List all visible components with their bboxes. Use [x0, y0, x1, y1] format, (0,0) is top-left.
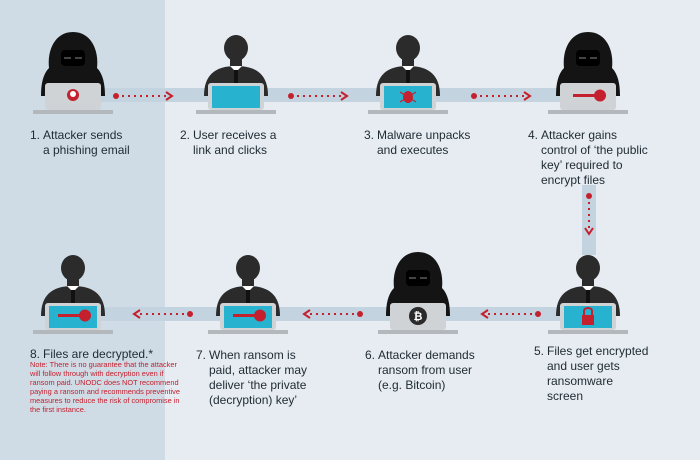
arrow-1-to-2 — [113, 91, 174, 101]
step-number: 5. — [534, 344, 545, 358]
user-icon — [196, 35, 276, 114]
step-3-caption: 3. Malware unpacks and executes — [364, 128, 504, 158]
step-1-attacker-figure — [25, 28, 121, 124]
step-4-attacker-figure — [540, 28, 636, 124]
step-text: Files get encrypted and user gets ransom… — [547, 344, 649, 403]
user-icon — [33, 255, 113, 334]
step-5-caption: 5. Files get encrypted and user gets ran… — [534, 344, 684, 404]
step-2-user-figure — [188, 28, 284, 124]
arrow-3-to-4 — [471, 91, 532, 101]
step-2-caption: 2. User receives a link and clicks — [180, 128, 320, 158]
step-4-caption: 4. Attacker gains control of ‘the public… — [528, 128, 678, 188]
step-8-user-figure — [25, 248, 121, 344]
step-5-user-figure — [540, 248, 636, 344]
step-number: 2. — [180, 128, 191, 142]
step-7-user-figure — [200, 248, 296, 344]
step-number: 3. — [364, 128, 375, 142]
disclaimer-note: Note: There is no guarantee that the att… — [30, 360, 180, 415]
step-text: Files are decrypted.* — [43, 347, 154, 361]
step-text: Attacker sends a phishing email — [43, 128, 130, 157]
step-text: When ransom is paid, attacker may delive… — [209, 348, 308, 407]
user-icon — [208, 255, 288, 334]
arrow-7-to-8 — [132, 309, 193, 319]
step-text: Malware unpacks and executes — [377, 128, 471, 157]
step-text: Attacker gains control of ‘the public ke… — [541, 128, 648, 187]
step-number: 7. — [196, 348, 207, 362]
step-text: User receives a link and clicks — [193, 128, 277, 157]
step-6-attacker-figure: ₿ — [370, 248, 466, 344]
arrow-6-to-7 — [302, 309, 363, 319]
arrow-5-to-6 — [480, 309, 541, 319]
arrow-2-to-3 — [288, 91, 349, 101]
attacker-icon — [548, 32, 628, 114]
svg-text:₿: ₿ — [414, 311, 423, 323]
attacker-icon: ₿ — [378, 252, 458, 334]
user-icon — [548, 255, 628, 334]
attacker-icon — [33, 32, 113, 114]
step-6-caption: 6. Attacker demands ransom from user (e.… — [365, 348, 515, 393]
top-row-band — [60, 88, 600, 102]
step-text: Attacker demands ransom from user (e.g. … — [378, 348, 475, 392]
arrow-4-to-5 — [584, 193, 594, 236]
step-number: 4. — [528, 128, 539, 142]
step-7-caption: 7. When ransom is paid, attacker may del… — [196, 348, 346, 408]
step-8-caption: 8. Files are decrypted.* — [30, 347, 180, 362]
step-3-user-figure — [360, 28, 456, 124]
step-number: 1. — [30, 128, 41, 142]
step-number: 8. — [30, 347, 41, 361]
user-icon — [368, 35, 448, 114]
step-1-caption: 1. Attacker sends a phishing email — [30, 128, 170, 158]
step-number: 6. — [365, 348, 376, 362]
